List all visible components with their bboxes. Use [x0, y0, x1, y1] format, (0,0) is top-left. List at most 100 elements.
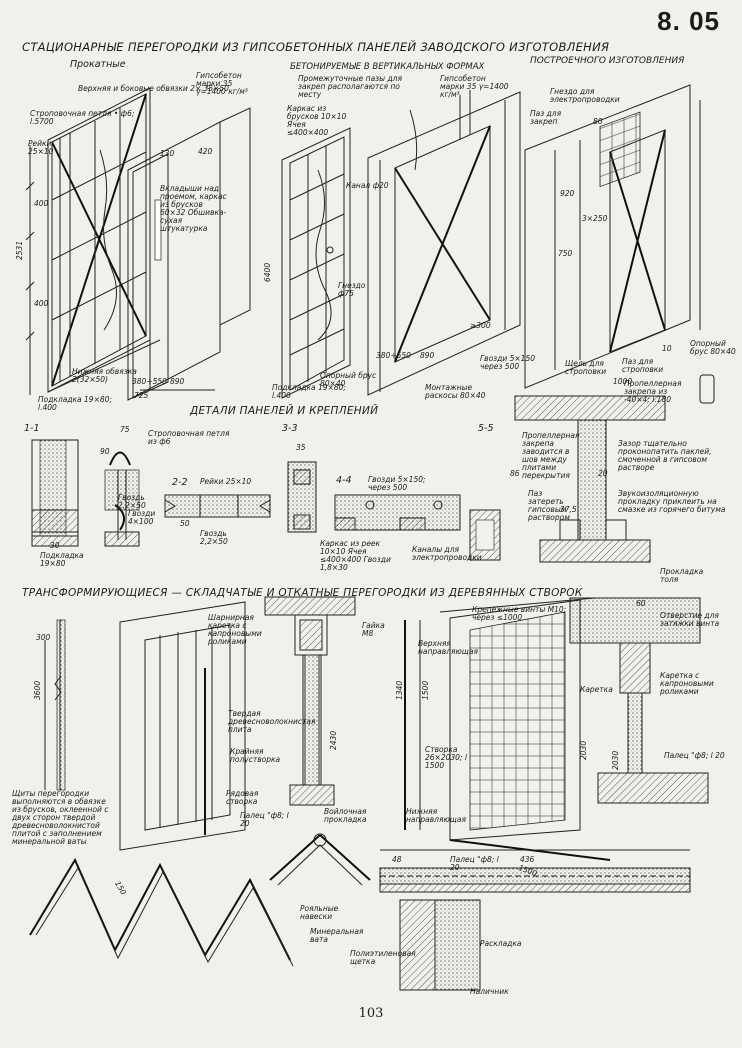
dim-890a: 890	[170, 377, 185, 386]
vertical-form-panel-braces	[367, 90, 521, 396]
sling-loop-detail	[104, 451, 140, 547]
page-title: Стационарные перегородки из гипсобетонны…	[22, 40, 610, 54]
dim-48: 48	[392, 855, 402, 864]
label-pad-c: Подкладка 19×80	[40, 551, 84, 568]
folding-partition-perspective	[119, 601, 246, 851]
dim-1000: 1000	[613, 377, 633, 386]
label-finger-b: Палец "ф8; l 20	[664, 751, 725, 760]
section-1-1-label: 1-1	[24, 423, 40, 434]
carriage-section	[264, 596, 356, 806]
dim-750: 750	[558, 249, 573, 258]
label-sling-loop-b: Строповочная петля из ф6	[148, 429, 230, 446]
label-carriage: Каретка	[580, 685, 613, 694]
label-top-guide: Верхняя направляющая	[418, 639, 478, 656]
label-screw-hole: Отверстие для затяжки винта	[660, 611, 720, 628]
dim-30: 30	[50, 541, 60, 550]
panel-dimension-lines	[25, 145, 215, 395]
label-mineral-wool: Минеральная вата	[310, 927, 364, 944]
label-nail-b: Гвоздь 2,2×50	[200, 529, 228, 546]
label-sling-groove: Паз для строповки	[622, 357, 664, 374]
dim-420: 420	[198, 147, 213, 156]
dim-60: 60	[636, 599, 646, 608]
dim-250: 3×250	[582, 214, 608, 223]
label-pad-b: Подкладка 19×80; l.400	[272, 383, 346, 400]
label-support-bar-a: Опорный брус 80×40	[320, 371, 377, 388]
caption-vertical-forms: Бетонируемые в вертикальных формах	[290, 62, 485, 72]
dim-6400: 6400	[263, 262, 272, 282]
label-propeller-b: Пропеллерная закрепа заводится в шов меж…	[522, 431, 580, 480]
label-nails-c: Гвозди 5×150; через 500	[368, 475, 426, 492]
sliding-leaf-perspective	[439, 597, 611, 861]
label-felt-pad: Войлочная прокладка	[324, 807, 367, 824]
label-finger-c: Палец "ф8; l 20	[450, 855, 499, 872]
label-fixing-screws: Крепежные винты М10; через ≤1000	[472, 605, 567, 622]
label-pad-a: Подкладка 19×80; l.400	[38, 395, 112, 412]
section-3-3	[287, 461, 317, 533]
dim-380b: 380÷550	[376, 351, 411, 360]
dim-50: 50	[180, 519, 190, 528]
dim-130: 130	[160, 149, 175, 158]
dim-80: 80	[593, 117, 603, 126]
label-spacer: Раскладка	[480, 939, 522, 948]
label-frame-c: Каркас из реек 10×10 Ячея ≤400×400 Гвозд…	[320, 539, 391, 572]
folding-title: Трансформирующиеся — складчатые и откатн…	[22, 587, 583, 599]
label-rails: Рейки 25×10	[28, 139, 54, 156]
dim-400b: 400	[34, 299, 49, 308]
section-2-2-label: 2-2	[172, 477, 188, 488]
label-ruberoid: Прокладка толя	[660, 567, 704, 584]
label-trim: Наличник	[470, 987, 509, 996]
dim-890b: 890	[420, 351, 435, 360]
section-5-5-label: 5-5	[478, 423, 494, 434]
label-top-side-trim: Верхняя и боковые обвязки 2× 35×50	[78, 84, 229, 93]
dim-436: 436	[520, 855, 535, 864]
dim-1500a: 1500	[421, 680, 430, 700]
label-channel: Канал ф20	[346, 181, 389, 190]
label-sound-pad: Звукоизоляционную прокладку приклеить на…	[618, 489, 726, 514]
dim-35: 35	[296, 443, 306, 452]
section-5-5	[514, 395, 666, 563]
label-intermediate-grooves: Промежуточные пазы для закреп располагаю…	[298, 74, 402, 99]
label-support-bar-b: Опорный брус 80×40	[690, 339, 736, 356]
label-gap-note: Зазор тщательно проконопатить паклей, см…	[618, 439, 712, 472]
label-nut: Гайка М8	[362, 621, 385, 638]
label-carriage-rollers: Каретка с капроновыми роликами	[660, 671, 714, 696]
dim-37-5: 37,5	[560, 505, 577, 514]
dim-2030b: 2030	[611, 750, 620, 770]
dim-920: 920	[560, 189, 575, 198]
label-bottom-trim: Нижняя обвязка 2(32×50)	[72, 367, 137, 384]
dim-725: 725	[134, 391, 149, 400]
roller-carriage-section	[569, 597, 709, 804]
dim-380: 380÷550	[132, 377, 167, 386]
label-row-leaf: Рядовая створка	[226, 789, 259, 806]
label-hinge-carriage: Шарнирная каретка с капроновыми роликами	[208, 613, 262, 646]
dim-1340: 1340	[395, 680, 404, 700]
label-gypsum-rub: Паз затереть гипсовым раствором	[528, 489, 570, 522]
label-shields-note: Щиты перегородки выполняются в обвязке и…	[12, 789, 109, 846]
section-2-2	[164, 494, 271, 518]
label-hard-board: Твердая древесноволокнистая плита	[228, 709, 316, 734]
dim-3600: 3600	[33, 680, 42, 700]
dim-90: 90	[100, 447, 110, 456]
vertical-form-panel-frame	[281, 127, 351, 399]
rolled-panel-frame	[47, 87, 161, 393]
label-bottom-guide: Нижняя направляющая	[406, 807, 466, 824]
dim-86: 86	[510, 469, 520, 478]
dim-10: 10	[662, 344, 672, 353]
folding-partition-elevation	[44, 619, 66, 791]
label-mounting-braces: Монтажные раскосы 80×40	[425, 383, 486, 400]
label-inserts: Вкладыши над проемом, каркас из брусков …	[160, 184, 227, 233]
dim-2030a: 2030	[579, 740, 588, 760]
label-gypsum-grade-a: Гипсобетон марки 35 γ=1400 кг/м³	[196, 71, 248, 96]
label-sling-loop: Строповочная петля • ф6; l.5700	[30, 109, 135, 126]
on-site-panel	[524, 84, 715, 404]
caption-on-site: Построечного изготовления	[530, 56, 685, 66]
section-3-3-label: 3-3	[282, 423, 298, 434]
section-4-4-label: 4-4	[336, 475, 352, 486]
dim-400a: 400	[34, 199, 49, 208]
page-number: 103	[358, 1006, 384, 1021]
label-gypsum-grade-b: Гипсобетон марки 35 γ=1400 кг/м³	[440, 74, 509, 99]
dim-75: 75	[120, 425, 130, 434]
bottom-rail-section	[379, 849, 691, 991]
